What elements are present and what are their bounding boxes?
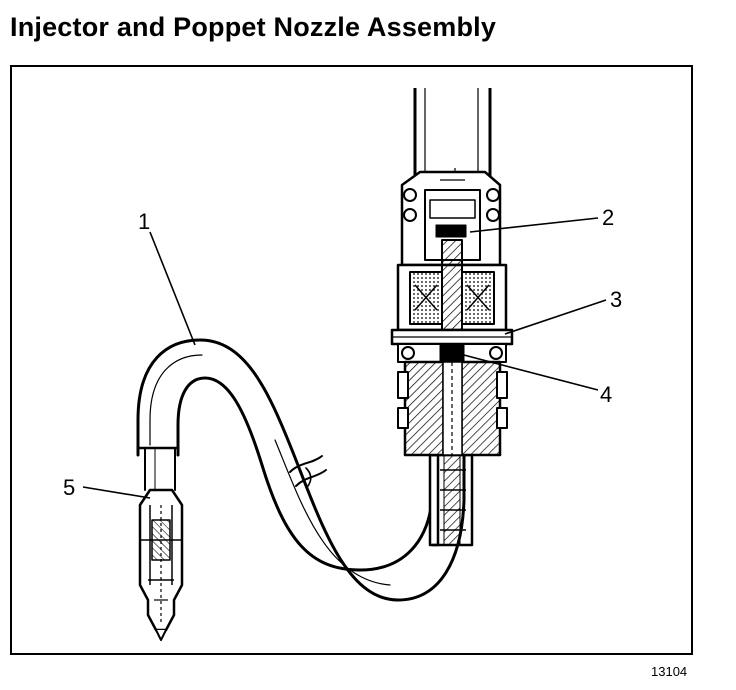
- figure-number: 13104: [651, 664, 688, 679]
- leader-line-1: [149, 231, 196, 346]
- diagram-title: Injector and Poppet Nozzle Assembly: [10, 12, 497, 42]
- callout-2: 2: [602, 205, 614, 230]
- injector-body: [390, 88, 514, 457]
- leader-line-4: [459, 353, 599, 391]
- callout-1: 1: [138, 209, 150, 234]
- leader-line-5: [82, 486, 151, 499]
- leader-line-3: [504, 299, 607, 335]
- fuel-tube: [136, 338, 466, 602]
- tube-fitting: [428, 453, 474, 547]
- poppet-nozzle: [138, 488, 184, 641]
- callout-5: 5: [63, 475, 75, 500]
- figure-frame: [10, 65, 693, 655]
- leader-lines: [82, 217, 607, 499]
- callout-4: 4: [600, 382, 612, 407]
- leader-line-2: [469, 217, 599, 233]
- callout-3: 3: [610, 287, 622, 312]
